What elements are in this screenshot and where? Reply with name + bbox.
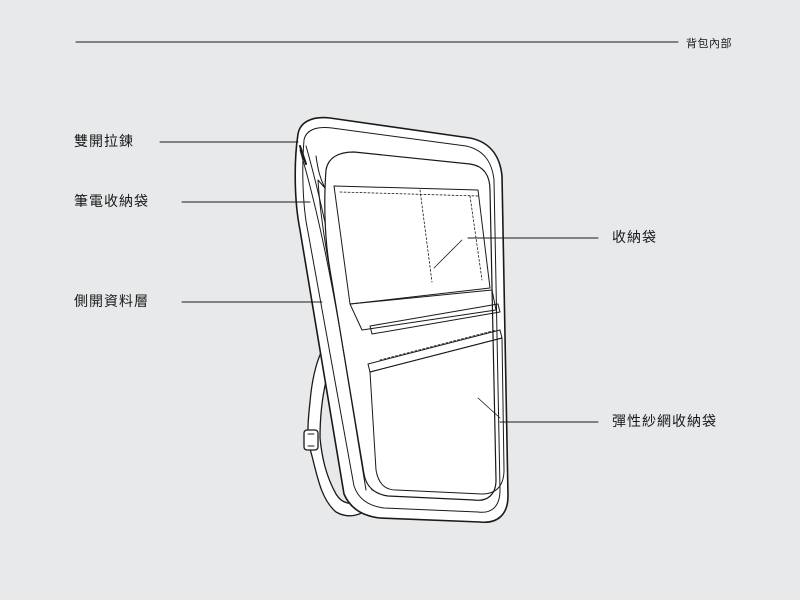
elastic-mesh-pocket	[369, 337, 505, 495]
zipper-pull	[299, 145, 307, 165]
diagram-title: 背包內部	[686, 37, 732, 50]
label-side-access-layer: 側開資料層	[74, 294, 149, 310]
backpack-inner-rim	[302, 127, 501, 513]
label-organizer-pocket: 收納袋	[612, 230, 657, 246]
side-access-zipper-1	[369, 303, 501, 335]
shoulder-strap	[307, 339, 371, 517]
label-double-zipper: 雙開拉鍊	[74, 134, 134, 150]
side-access-layer	[349, 289, 497, 331]
strap-buckle	[303, 429, 319, 451]
label-laptop-pocket: 筆電收納袋	[74, 194, 149, 210]
label-elastic-mesh-pocket: 彈性紗網收納袋	[612, 414, 717, 430]
organizer-pocket	[333, 185, 491, 305]
interior-panel	[324, 151, 497, 501]
